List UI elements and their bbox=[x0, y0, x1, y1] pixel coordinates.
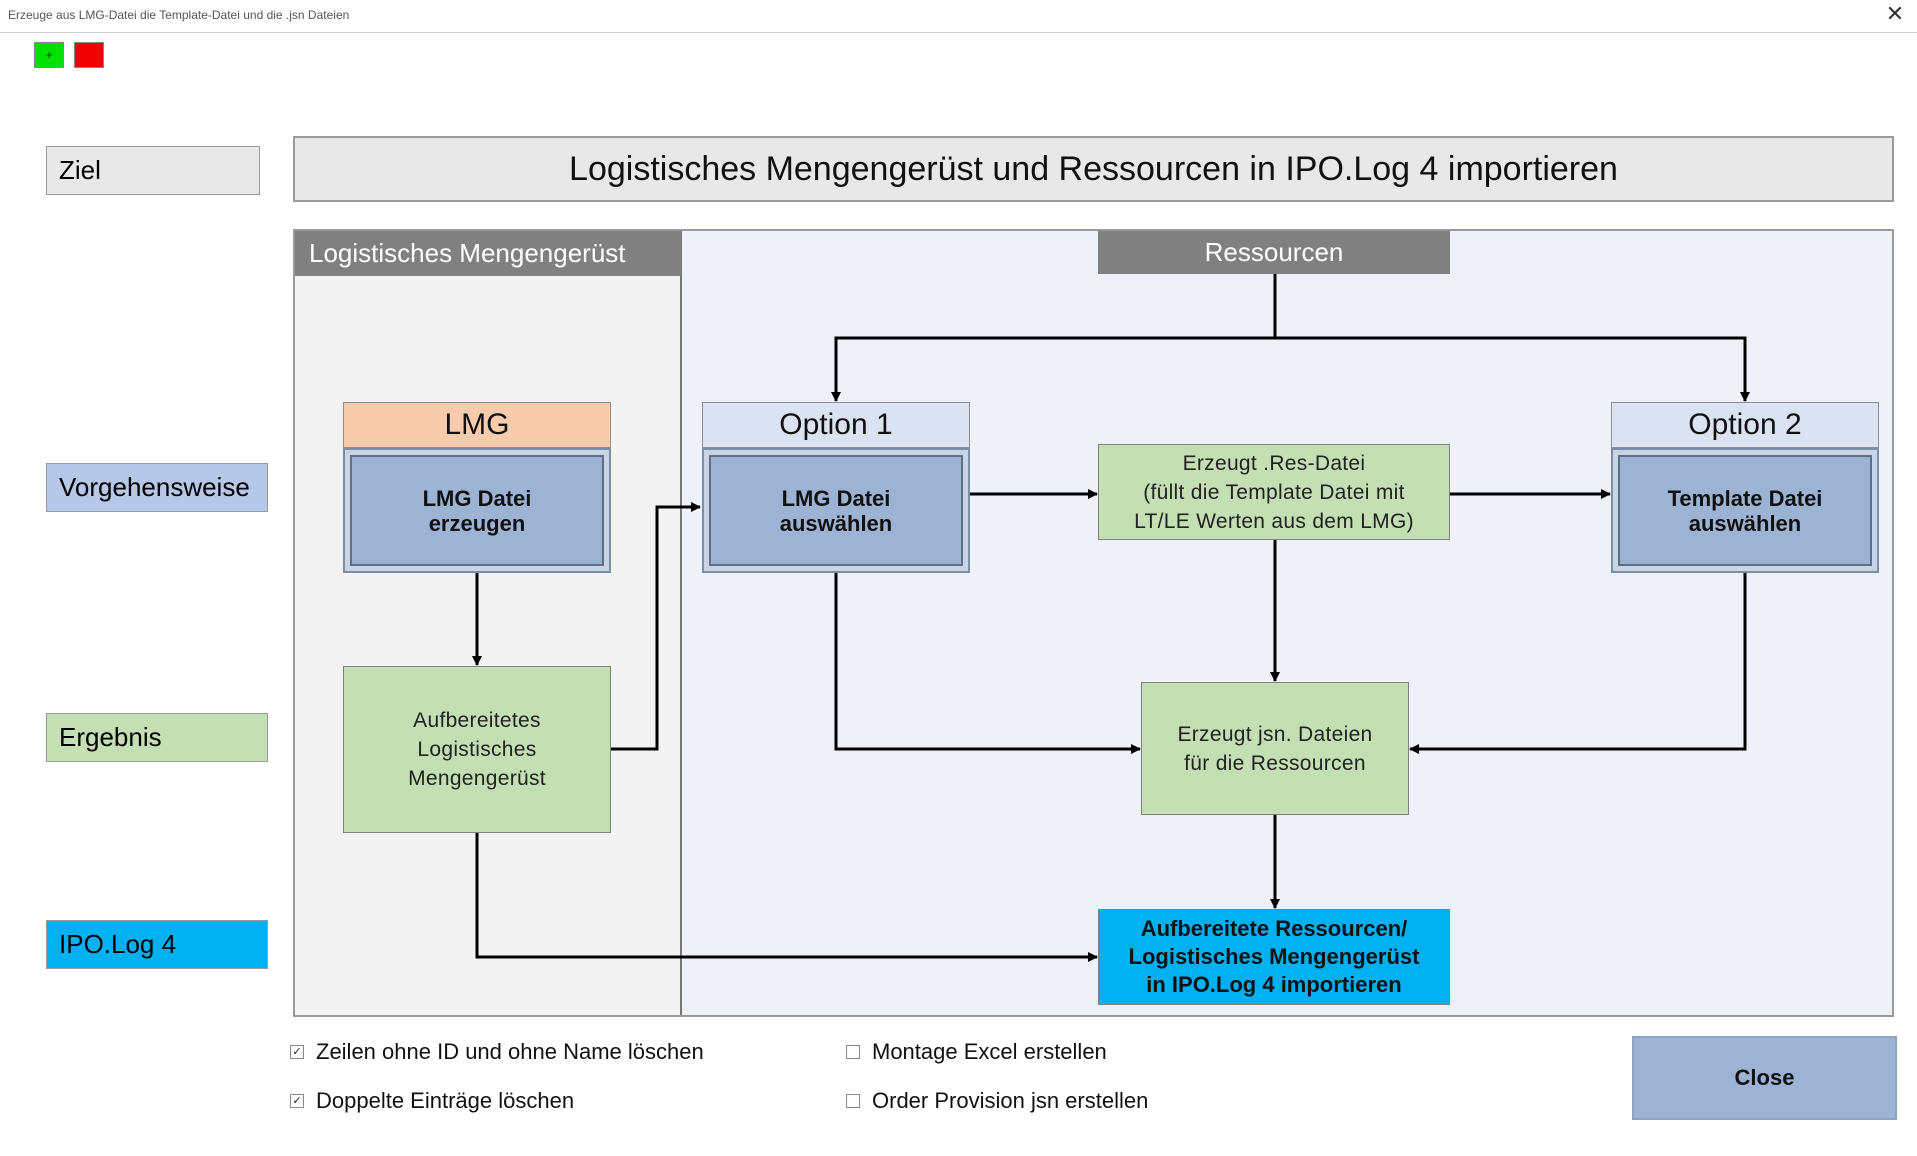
result-res-datei: Erzeugt .Res-Datei (füllt die Template Da… bbox=[1098, 444, 1450, 540]
checkbox-check-icon[interactable]: ✓ bbox=[290, 1094, 304, 1108]
result-import-ipo-log: Aufbereitete Ressourcen/Logistisches Men… bbox=[1098, 909, 1450, 1005]
checkbox-doppelte-eintraege[interactable]: ✓ Doppelte Einträge löschen bbox=[290, 1088, 574, 1114]
lmg-panel bbox=[295, 231, 682, 1015]
section-header-ressourcen: Ressourcen bbox=[1098, 231, 1450, 274]
result-line: Erzeugt jsn. Dateien bbox=[1177, 722, 1373, 746]
checkbox-label: Zeilen ohne ID und ohne Name löschen bbox=[316, 1039, 704, 1064]
result-line: Logistisches Mengengerüst bbox=[1128, 944, 1420, 969]
checkbox-label: Montage Excel erstellen bbox=[872, 1039, 1107, 1064]
green-plus-button[interactable]: + bbox=[34, 42, 64, 68]
button-line: auswählen bbox=[779, 510, 893, 536]
button-line: erzeugen bbox=[428, 510, 526, 536]
label-ziel: Ziel bbox=[46, 146, 260, 195]
label-vorgehensweise: Vorgehensweise bbox=[46, 463, 268, 512]
tab-option-1: Option 1 bbox=[702, 402, 970, 448]
tab-option-2: Option 2 bbox=[1611, 402, 1879, 448]
checkbox-check-icon[interactable]: ✓ bbox=[290, 1045, 304, 1059]
result-line: (füllt die Template Datei mit bbox=[1143, 480, 1405, 504]
button-line: auswählen bbox=[1688, 510, 1802, 536]
label-ergebnis: Ergebnis bbox=[46, 713, 268, 762]
result-jsn-dateien: Erzeugt jsn. Dateien für die Ressourcen bbox=[1141, 682, 1409, 815]
section-header-lmg: Logistisches Mengengerüst bbox=[295, 231, 681, 276]
button-line: LMG Datei bbox=[422, 485, 532, 511]
checkbox-zeilen-ohne-id[interactable]: ✓ Zeilen ohne ID und ohne Name löschen bbox=[290, 1039, 704, 1065]
checkbox-label: Order Provision jsn erstellen bbox=[872, 1088, 1149, 1113]
window-close-icon[interactable]: ✕ bbox=[1885, 2, 1905, 27]
result-line: Aufbereitetes bbox=[413, 709, 541, 732]
result-line: Mengengerüst bbox=[408, 767, 546, 790]
close-button[interactable]: Close bbox=[1632, 1036, 1897, 1120]
button-line: Template Datei bbox=[1667, 485, 1823, 511]
checkbox-check-icon[interactable] bbox=[846, 1045, 860, 1059]
checkbox-montage-excel[interactable]: Montage Excel erstellen bbox=[846, 1039, 1107, 1065]
result-line: für die Ressourcen bbox=[1184, 751, 1366, 775]
label-ipo-log: IPO.Log 4 bbox=[46, 920, 268, 969]
result-line: in IPO.Log 4 importieren bbox=[1146, 972, 1402, 997]
checkbox-order-provision[interactable]: Order Provision jsn erstellen bbox=[846, 1088, 1148, 1114]
red-button[interactable] bbox=[74, 42, 104, 68]
checkbox-label: Doppelte Einträge löschen bbox=[316, 1088, 575, 1113]
window-title: Erzeuge aus LMG-Datei die Template-Datei… bbox=[8, 8, 350, 22]
result-line: Erzeugt .Res-Datei bbox=[1182, 451, 1366, 475]
button-line: LMG Datei bbox=[781, 485, 891, 511]
result-line: LT/LE Werten aus dem LMG) bbox=[1134, 509, 1414, 533]
tab-lmg: LMG bbox=[343, 402, 611, 448]
result-line: Logistisches bbox=[417, 738, 537, 761]
result-line: Aufbereitete Ressourcen/ bbox=[1140, 916, 1408, 941]
checkbox-check-icon[interactable] bbox=[846, 1094, 860, 1108]
page-headline: Logistisches Mengengerüst und Ressourcen… bbox=[293, 136, 1894, 202]
window-titlebar bbox=[0, 0, 1917, 33]
